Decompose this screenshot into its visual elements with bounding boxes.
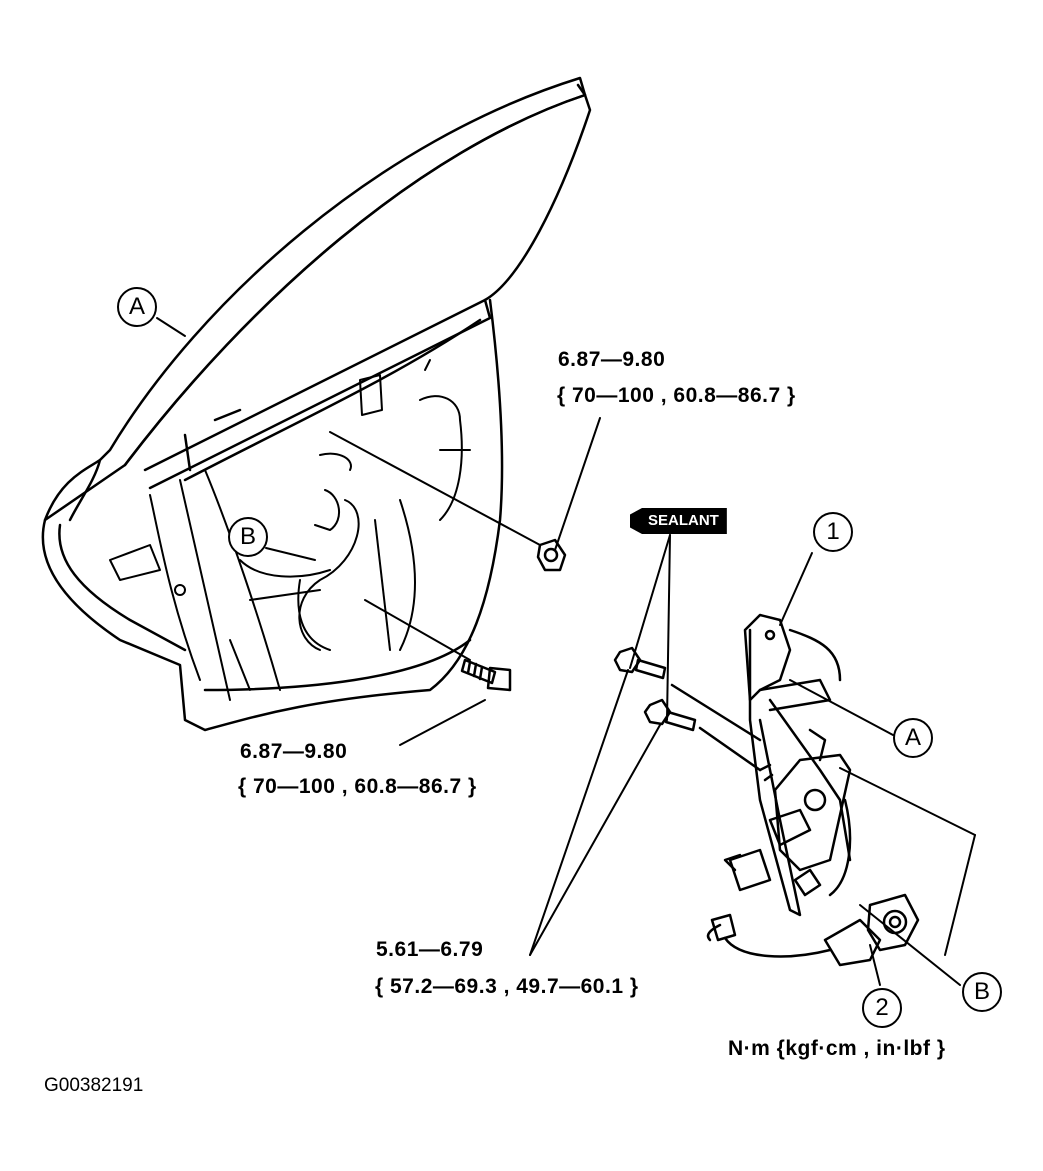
door-frame — [41, 76, 592, 732]
bolt-leaders — [529, 534, 671, 956]
callout-part-2: 2 — [862, 988, 902, 1028]
door-bolt — [460, 658, 512, 692]
torque-regulator-line2: { 57.2—69.3 , 49.7—60.1 } — [375, 975, 639, 998]
callout-b-regulator-text: B — [973, 978, 990, 1005]
callout-part-1: 1 — [813, 512, 853, 552]
callout-a-regulator-text: A — [904, 724, 921, 751]
door-inner-panel — [109, 359, 471, 701]
callout-part-1-text: 1 — [826, 518, 840, 545]
regulator-motor — [706, 893, 920, 967]
callout-a-door: A — [117, 287, 157, 327]
nut — [536, 538, 567, 572]
torque-regulator-line1: 5.61—6.79 — [376, 938, 484, 961]
callout-a-regulator: A — [893, 718, 933, 758]
callout-b-regulator: B — [962, 972, 1002, 1012]
torque-units: N·m {kgf·cm , in·lbf } — [728, 1037, 946, 1060]
figure-code: G00382191 — [44, 1075, 144, 1096]
callout-b-door: B — [228, 517, 268, 557]
torque-bolt-line1: 6.87—9.80 — [240, 740, 348, 763]
torque-bolt-line2: { 70—100 , 60.8—86.7 } — [238, 775, 477, 798]
door-leaders — [156, 317, 601, 746]
sealant-tag: SEALANT — [630, 508, 727, 534]
torque-nut-line2: { 70—100 , 60.8—86.7 } — [557, 384, 796, 407]
callout-b-door-text: B — [239, 523, 256, 550]
window-regulator — [723, 613, 852, 917]
callout-part-2-text: 2 — [875, 994, 889, 1021]
regulator-bolts — [613, 646, 762, 772]
torque-nut-line1: 6.87—9.80 — [558, 348, 666, 371]
callout-a-door-text: A — [128, 293, 145, 320]
regulator-leaders — [779, 552, 976, 986]
